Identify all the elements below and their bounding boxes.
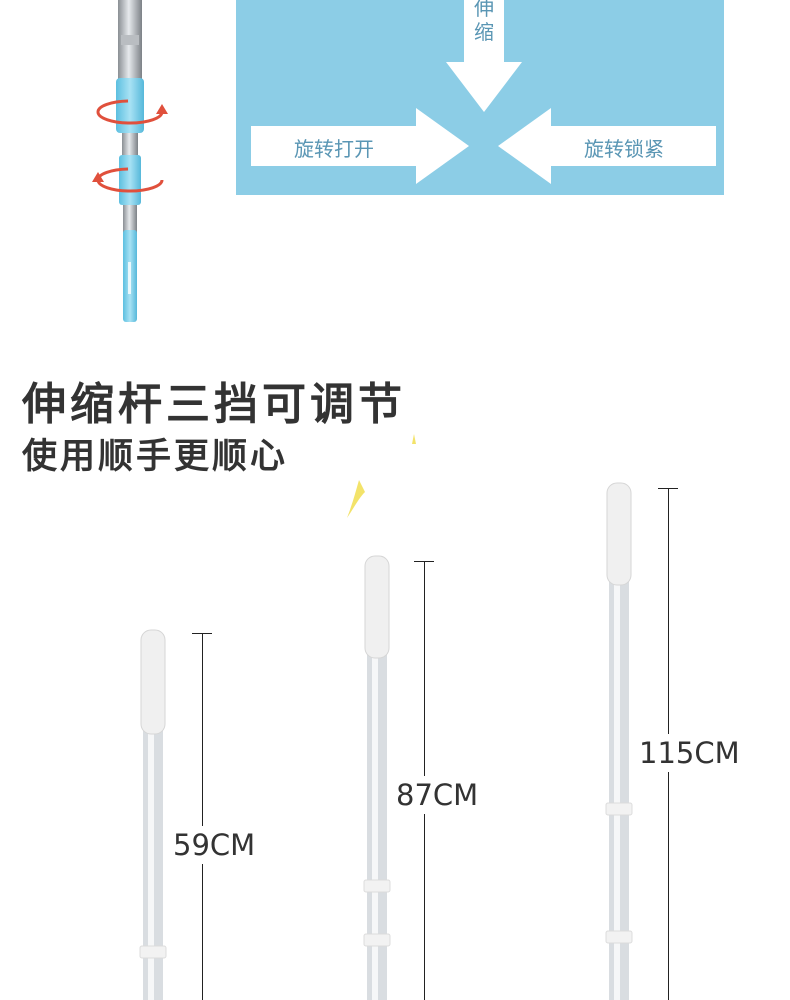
pole-short	[139, 629, 167, 1000]
length-label-59: 59CM	[173, 826, 256, 864]
rotate-arrow-icon	[92, 167, 164, 193]
left-arrow-icon	[498, 108, 716, 184]
right-arrow-icon	[251, 108, 469, 184]
measure-tick-medium	[414, 561, 434, 562]
pole-long	[605, 482, 633, 1000]
pole-medium	[363, 555, 391, 1000]
rotate-arrow-icon	[96, 99, 168, 125]
length-label-115: 115CM	[639, 734, 740, 772]
length-label-87: 87CM	[396, 776, 479, 814]
measure-tick-long	[658, 488, 678, 489]
page-subtitle: 使用顺手更顺心	[22, 437, 289, 477]
measure-line-short	[202, 633, 203, 1000]
measure-tick-short	[192, 633, 212, 634]
top-arrow-label: 伸缩	[474, 0, 494, 44]
page-title: 伸缩杆三挡可调节	[22, 379, 406, 430]
rotation-diagram-panel: 伸缩 旋转打开 旋转锁紧	[236, 0, 724, 195]
down-arrow-icon	[446, 0, 522, 112]
right-arrow-label: 旋转锁紧	[584, 137, 664, 161]
sparkle-icon	[347, 480, 365, 518]
left-arrow-label: 旋转打开	[294, 137, 374, 161]
sparkle-icon	[412, 434, 416, 444]
pole-closeup-illustration	[116, 0, 144, 322]
